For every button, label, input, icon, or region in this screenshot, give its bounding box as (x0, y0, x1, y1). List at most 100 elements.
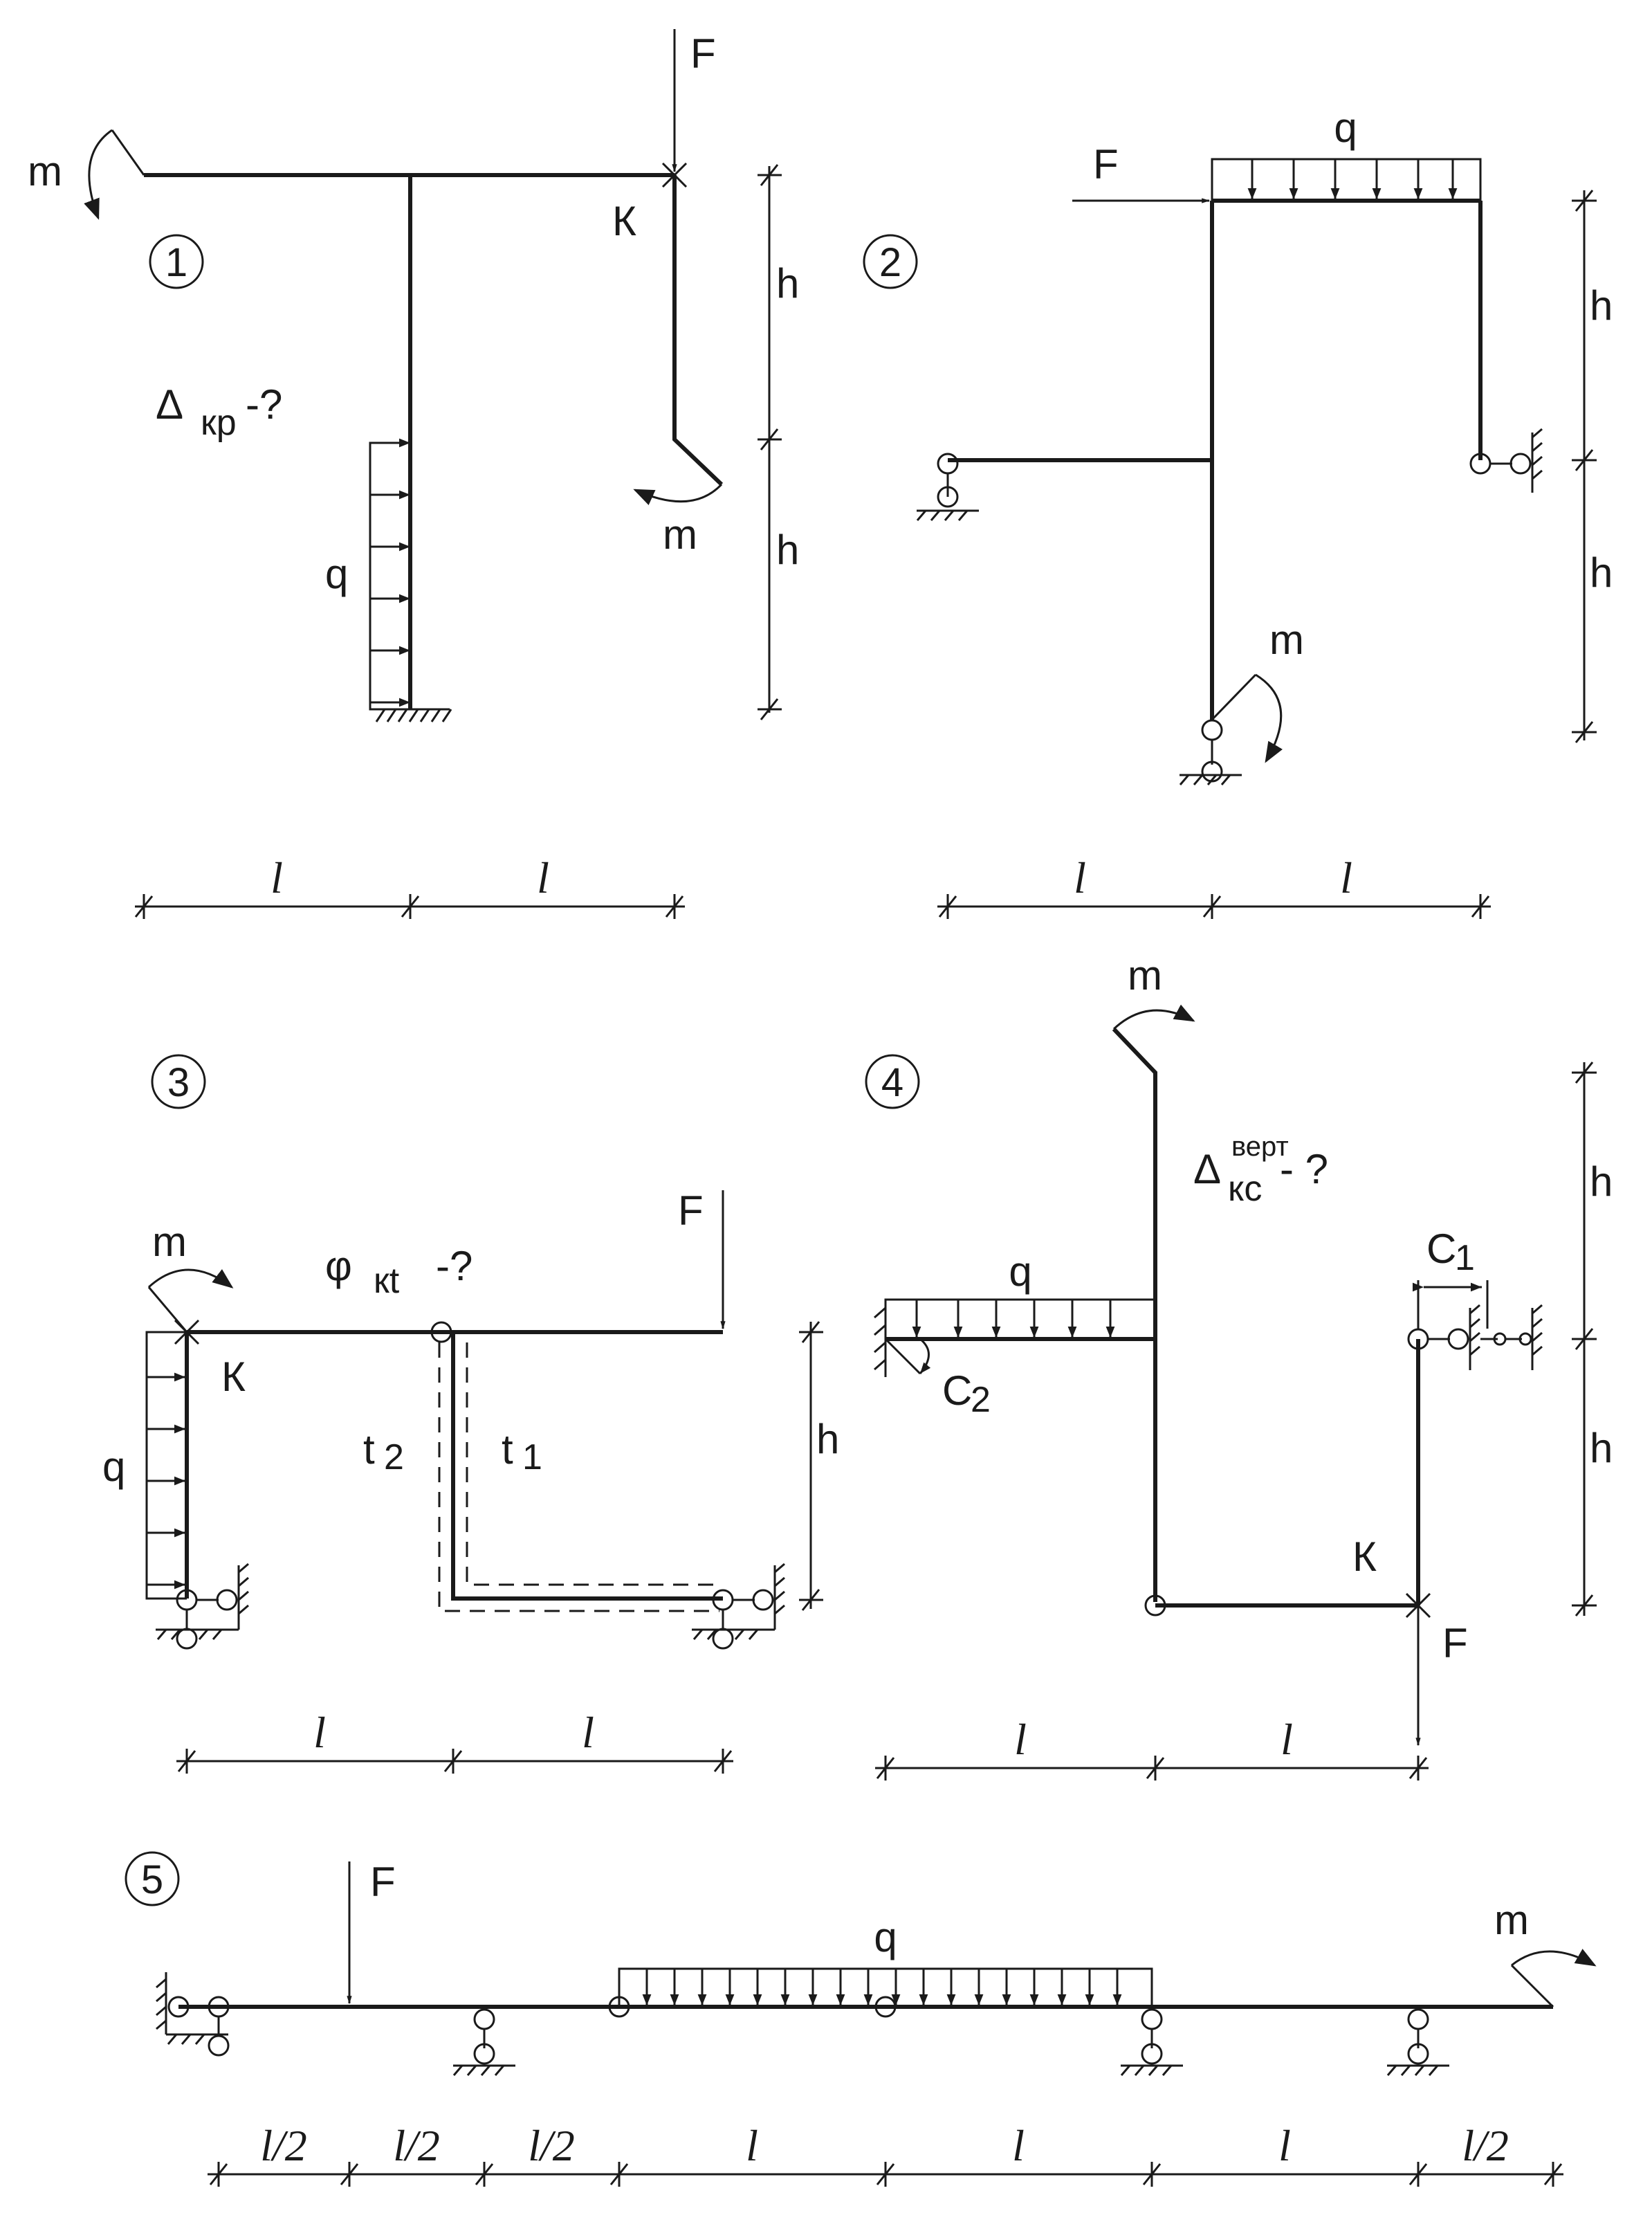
frame-column-main (1112, 1027, 1157, 1602)
query-delta-kc-vert: Δ верт кс - ? (1193, 1131, 1328, 1209)
pin-support-bottom (1179, 719, 1242, 785)
c1-settlement-dimension: C 1 (1413, 1226, 1489, 1329)
moment-top-label: m (28, 148, 62, 194)
moment-side-arrow (633, 483, 723, 506)
pin-support-2 (1120, 2008, 1183, 2076)
fixed-support-left-settlement (874, 1301, 931, 1377)
query-suffix: -? (246, 381, 282, 428)
pin-support-left (916, 453, 979, 521)
moment-arrow (1112, 1004, 1195, 1030)
node-k-label: К (1352, 1533, 1377, 1580)
dim-l-half-1: l/2 (260, 2121, 307, 2170)
moment-top-arrow (84, 129, 113, 220)
query-suffix: -? (436, 1243, 472, 1289)
moment-arrow (1255, 673, 1283, 763)
query-delta-kp: Δ кр -? (156, 381, 282, 443)
dim-h-lower: h (1590, 549, 1613, 596)
query-symbol: Δ (156, 381, 183, 428)
dimension-vertical (758, 164, 782, 720)
query-subscript: кс (1228, 1169, 1262, 1209)
pin-support-1 (452, 2008, 515, 2076)
hinge-top (430, 1321, 452, 1343)
moment-label: m (152, 1219, 187, 1265)
svg-text:C: C (1426, 1226, 1456, 1272)
force-f-label: F (690, 30, 716, 77)
hinge-2 (874, 1996, 897, 2018)
moment-lever (1510, 1964, 1554, 2008)
svg-text:t: t (502, 1426, 513, 1473)
roller-support-right (1407, 1304, 1543, 1370)
dimension-vertical (1572, 190, 1597, 743)
load-q-label: q (1009, 1248, 1031, 1295)
svg-text:C: C (942, 1367, 972, 1414)
load-q-label: q (874, 1914, 897, 1960)
dim-l-1: l (746, 2121, 758, 2170)
scheme-number: 5 (141, 1857, 163, 1902)
dim-l-2: l (1012, 2121, 1025, 2170)
load-q-label: q (102, 1444, 125, 1490)
query-symbol: Δ (1193, 1146, 1221, 1192)
dim-l-2: l (582, 1708, 594, 1757)
dim-h-lower: h (776, 527, 799, 573)
force-f-label: F (1442, 1620, 1468, 1666)
dim-l-1: l (270, 853, 283, 902)
dim-l-2: l (537, 853, 549, 902)
force-f-label: F (370, 1859, 396, 1905)
scheme-number-circle (863, 234, 918, 289)
fixed-support-left (156, 1972, 230, 2057)
distributed-load-q (618, 1967, 1153, 2007)
fixed-support-right (692, 1563, 785, 1650)
c2-label: C 2 (942, 1367, 991, 1420)
moment-top-lever (111, 129, 145, 176)
distributed-load-q (145, 1331, 187, 1600)
scheme-number-circle (151, 1054, 206, 1109)
scheme-number: 4 (881, 1060, 903, 1105)
dim-h-upper: h (1590, 1158, 1613, 1205)
moment-side-label: m (663, 511, 697, 558)
dim-l-2: l (1340, 853, 1352, 902)
dimension-horizontal (134, 894, 685, 919)
dim-l-half-3: l/2 (528, 2121, 575, 2170)
dim-l-2: l (1281, 1715, 1293, 1764)
scheme-number: 3 (167, 1060, 190, 1105)
temperature-labels: t 2 t 1 (363, 1426, 542, 1477)
query-superscript: верт (1231, 1131, 1289, 1162)
dimension-vertical (1572, 1062, 1597, 1617)
scheme-4: 4 m Δ верт кс - ? q (865, 952, 1613, 1781)
moment-lever (147, 1286, 188, 1333)
dim-h-upper: h (776, 260, 799, 307)
moment-lever (1211, 673, 1257, 721)
scheme-number: 1 (165, 240, 187, 285)
dim-l-1: l (313, 1708, 326, 1757)
distributed-load-q (884, 1298, 1157, 1339)
node-k-label: К (221, 1354, 246, 1400)
force-f-label: F (1093, 141, 1119, 188)
dim-l-half-2: l/2 (393, 2121, 440, 2170)
distributed-load-q (369, 438, 410, 711)
temperature-dashed-lines (438, 1342, 719, 1612)
svg-text:2: 2 (384, 1437, 404, 1477)
moment-arrow (147, 1268, 234, 1289)
frame-bent-member (451, 1332, 723, 1601)
dim-h: h (816, 1416, 839, 1462)
frame-column-right (672, 175, 724, 486)
moment-label: m (1269, 617, 1304, 663)
distributed-load-q (1211, 158, 1482, 201)
svg-text:t: t (363, 1426, 375, 1473)
svg-text:1: 1 (522, 1437, 542, 1477)
scheme-3: 3 t 2 t 1 F m К φ кt -? (102, 1054, 839, 1774)
query-phi-kt: φ кt -? (325, 1243, 472, 1301)
moment-arrow (1511, 1949, 1597, 1967)
load-q-label: q (325, 551, 348, 597)
dim-l-3: l (1278, 2121, 1291, 2170)
dim-l-half-4: l/2 (1462, 2121, 1509, 2170)
dim-h-upper: h (1590, 282, 1613, 329)
dimension-horizontal (875, 1756, 1429, 1781)
force-f-label: F (678, 1187, 704, 1234)
hinge-bottom (1144, 1594, 1166, 1617)
svg-text:1: 1 (1455, 1238, 1475, 1278)
query-suffix: - ? (1280, 1146, 1328, 1192)
scheme-number-circle (125, 1851, 180, 1906)
scheme-1: 1 F m m К Δ кр -? q (28, 29, 799, 919)
